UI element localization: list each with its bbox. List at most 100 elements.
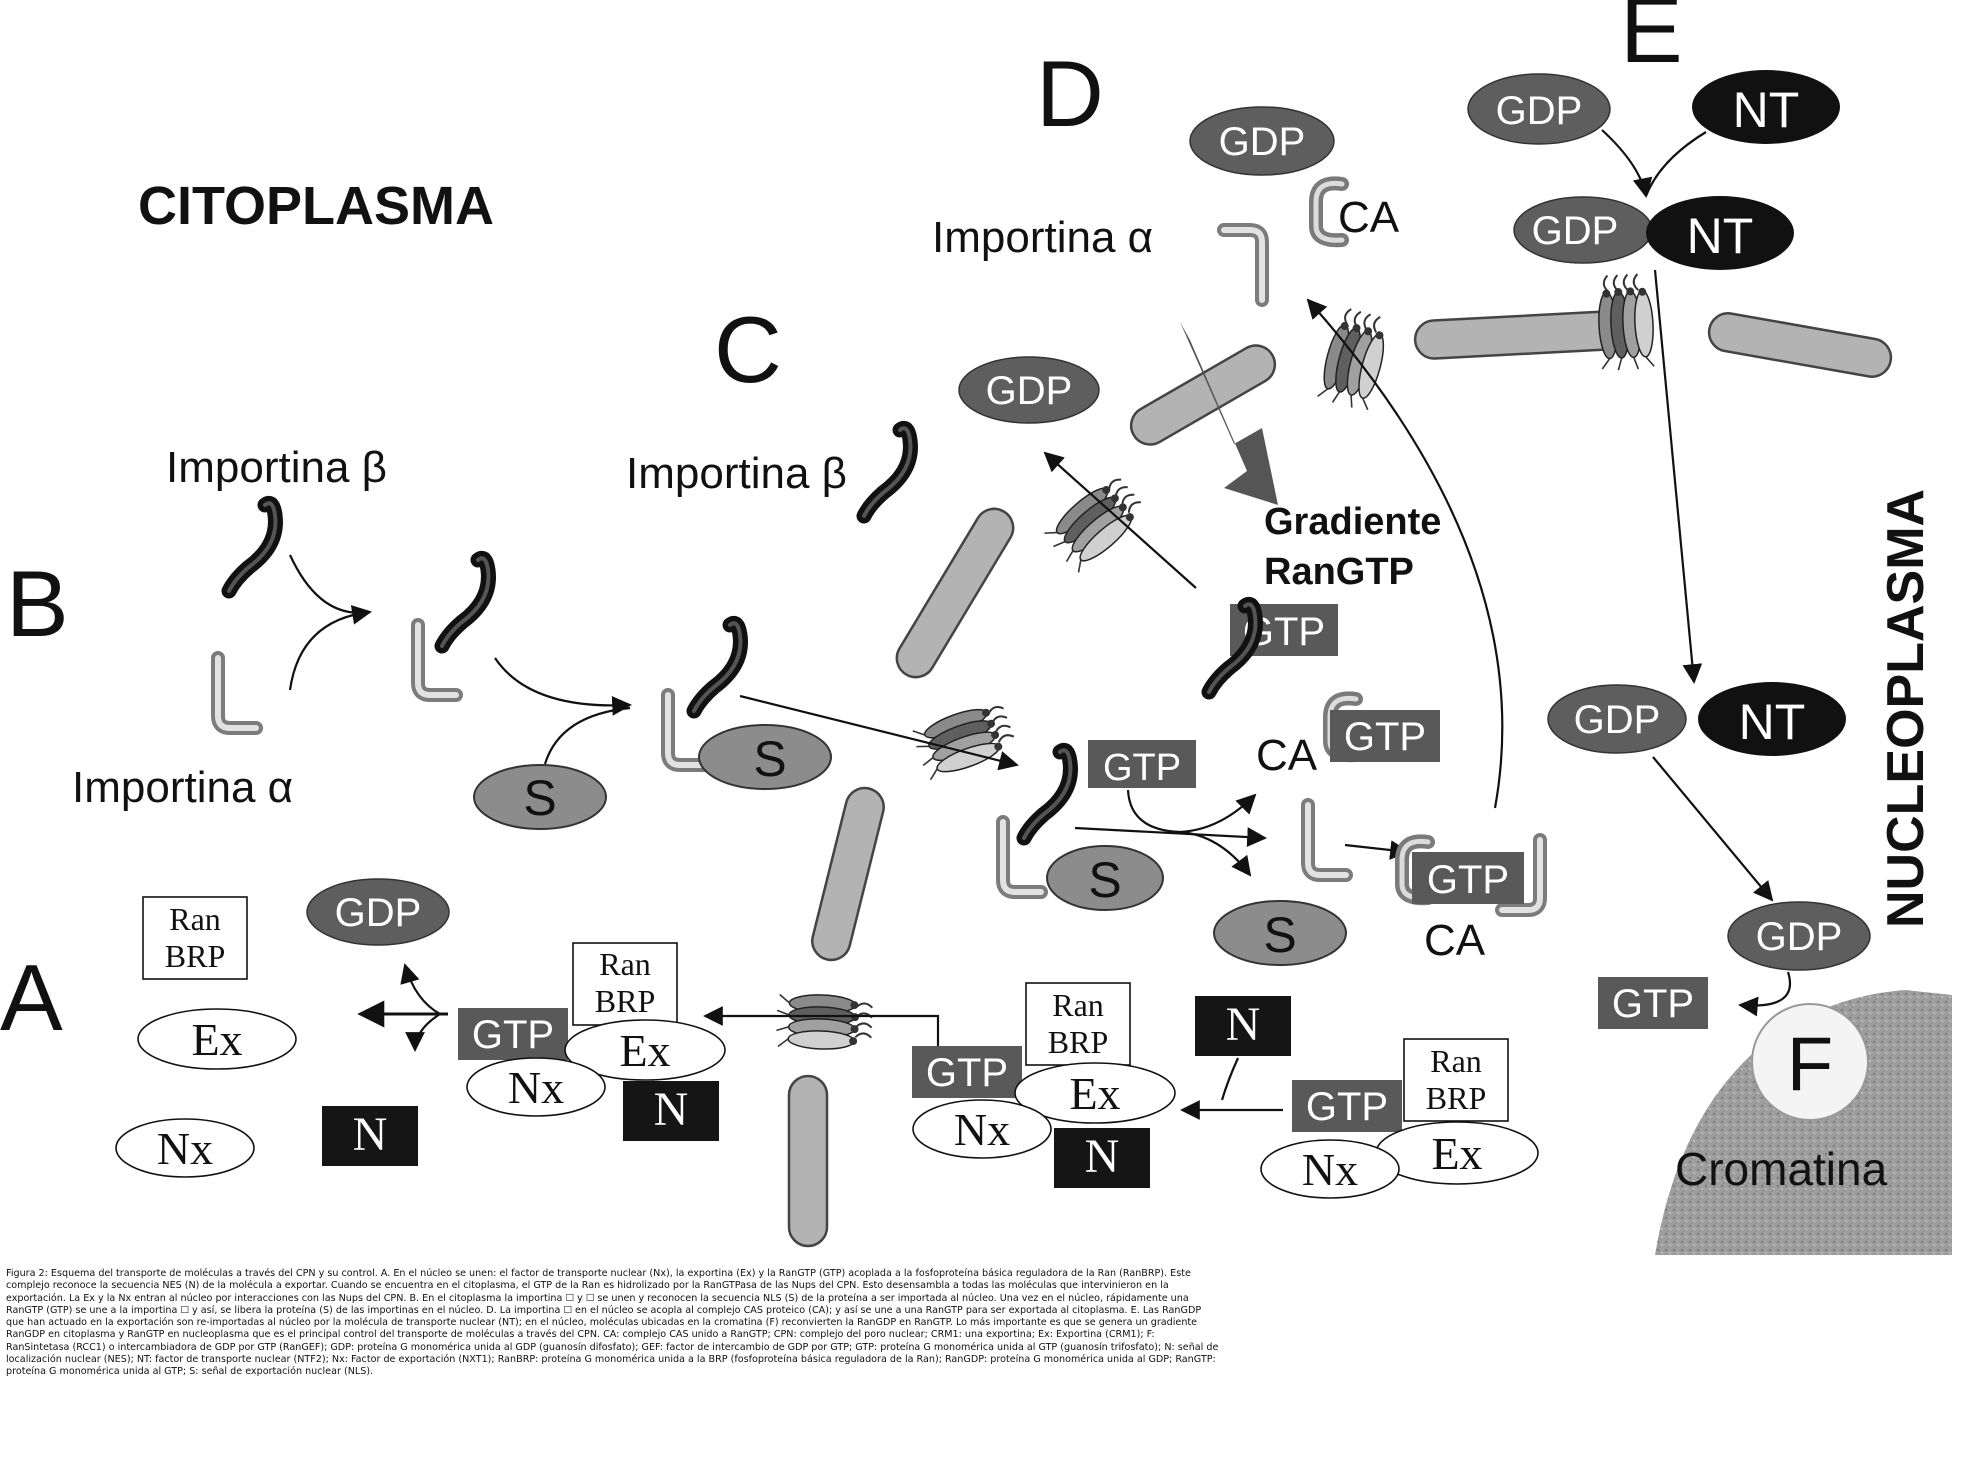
ranbrp-box xyxy=(142,896,248,980)
stage-b: Importina β Importina α S S xyxy=(72,443,1019,830)
stage-label-b: B xyxy=(6,551,69,656)
s-label: S xyxy=(1263,907,1296,963)
stage-e: GDP NT GDP NT GDP NT GDP GTP xyxy=(1467,70,1871,1029)
gtp-box xyxy=(1330,710,1440,762)
ex-molecule xyxy=(137,1008,297,1070)
ran-label: Ran xyxy=(599,946,651,982)
stage-a: Ran BRP GDP Ex Nx N Ran BRP GTP Ex Nx N … xyxy=(115,878,1539,1199)
n-box xyxy=(1195,996,1291,1056)
gtp-label: GTP xyxy=(1427,858,1509,902)
gdp-label: GDP xyxy=(986,369,1073,413)
ran-gradient-arrow xyxy=(1180,322,1278,505)
gdp-molecule xyxy=(306,878,450,946)
importin-beta-shape xyxy=(229,503,275,591)
brp-label: BRP xyxy=(1048,1024,1108,1060)
stage-c: GDP Importina β GTP Gradiente RanGTP xyxy=(626,322,1441,692)
gdp-molecule xyxy=(1189,106,1335,176)
nt-label: NT xyxy=(1733,82,1800,138)
ex-label: Ex xyxy=(1431,1128,1482,1179)
n-box xyxy=(623,1081,719,1141)
gtp-label: GTP xyxy=(1103,747,1181,789)
ex-molecule xyxy=(1014,1062,1176,1124)
gradient-label-line2: RanGTP xyxy=(1264,551,1414,593)
ranbrp-box xyxy=(1025,982,1131,1066)
s-protein xyxy=(473,764,607,830)
ca-label: CA xyxy=(1338,193,1400,242)
ran-label: Ran xyxy=(169,901,221,937)
nx-label: Nx xyxy=(508,1062,564,1113)
ran-label: Ran xyxy=(1052,987,1104,1023)
importin-alpha-shape xyxy=(218,658,256,728)
cytoplasm-label: CITOPLASMA xyxy=(138,176,494,236)
nt-molecule xyxy=(1646,196,1794,270)
gdp-label: GDP xyxy=(1574,698,1661,742)
ex-molecule xyxy=(564,1019,726,1081)
gtp-label: GTP xyxy=(1612,982,1694,1026)
gdp-label: GDP xyxy=(1219,120,1306,164)
n-label: N xyxy=(353,1108,388,1161)
stage-label-d: D xyxy=(1036,41,1104,146)
chromatin-mass xyxy=(1655,990,1952,1255)
nx-label: Nx xyxy=(954,1104,1010,1155)
brp-label: BRP xyxy=(595,983,655,1019)
gtp-label: GTP xyxy=(1344,715,1426,759)
s-label: S xyxy=(523,770,556,826)
importin-alpha-label: Importina α xyxy=(932,213,1153,262)
gdp-label: GDP xyxy=(1496,89,1583,133)
stage-label-a: A xyxy=(0,945,63,1050)
nx-molecule xyxy=(1260,1139,1400,1199)
gtp-box xyxy=(458,1008,568,1060)
importin-beta-label: Importina β xyxy=(166,443,387,492)
ex-label: Ex xyxy=(1069,1068,1120,1119)
s-protein xyxy=(1213,900,1347,966)
gdp-label: GDP xyxy=(1756,915,1843,959)
nx-label: Nx xyxy=(1302,1144,1358,1195)
ex-label: Ex xyxy=(191,1014,242,1065)
importin-beta-label: Importina β xyxy=(626,449,847,498)
ran-label: Ran xyxy=(1430,1043,1482,1079)
nt-label: NT xyxy=(1687,208,1754,264)
gdp-molecule xyxy=(1467,73,1611,145)
nt-label: NT xyxy=(1739,694,1806,750)
gradient-label-line1: Gradiente xyxy=(1264,501,1441,543)
nucleoplasm-label: NUCLEOPLASMA xyxy=(1877,489,1935,928)
gtp-box xyxy=(1292,1080,1402,1132)
nt-molecule xyxy=(1698,682,1846,756)
chromatin-label: Cromatina xyxy=(1675,1143,1888,1195)
brp-label: BRP xyxy=(1426,1080,1486,1116)
stage-label-c: C xyxy=(714,297,782,402)
ranbrp-box xyxy=(1403,1038,1509,1122)
ca-label: CA xyxy=(1424,916,1486,965)
figure-caption: Figura 2: Esquema del transporte de molé… xyxy=(6,1268,1219,1378)
n-box xyxy=(1054,1128,1150,1188)
nt-molecule xyxy=(1692,70,1840,144)
gdp-label: GDP xyxy=(335,891,422,935)
gdp-label: GDP xyxy=(1532,209,1619,253)
chromatin-region: F Cromatina xyxy=(1655,990,1952,1255)
n-label: N xyxy=(654,1083,689,1136)
gtp-label: GTP xyxy=(926,1051,1008,1095)
gtp-label: GTP xyxy=(472,1013,554,1057)
gdp-molecule xyxy=(1727,901,1871,971)
gdp-molecule xyxy=(958,356,1100,424)
s-label: S xyxy=(1088,852,1121,908)
gtp-box xyxy=(1598,977,1708,1029)
ex-label: Ex xyxy=(619,1025,670,1076)
stage-label-f: F xyxy=(1787,1022,1833,1107)
nx-molecule xyxy=(912,1099,1052,1159)
stage-d: GDP Importina α CA GTP CA GTP CA xyxy=(932,106,1540,965)
nx-molecule xyxy=(115,1118,255,1178)
ran-gef-circle xyxy=(1751,1003,1869,1121)
ranbrp-box xyxy=(572,942,678,1026)
s-protein xyxy=(698,724,832,790)
ca-label: CA xyxy=(1256,731,1318,780)
gtp-label: GTP xyxy=(1306,1085,1388,1129)
stage-b-nucleus: S GTP S xyxy=(1003,740,1410,966)
gtp-box xyxy=(1088,740,1196,788)
n-label: N xyxy=(1085,1130,1120,1183)
gtp-box xyxy=(1412,852,1524,904)
nx-label: Nx xyxy=(157,1123,213,1174)
s-label: S xyxy=(753,731,786,787)
n-box xyxy=(322,1106,418,1166)
